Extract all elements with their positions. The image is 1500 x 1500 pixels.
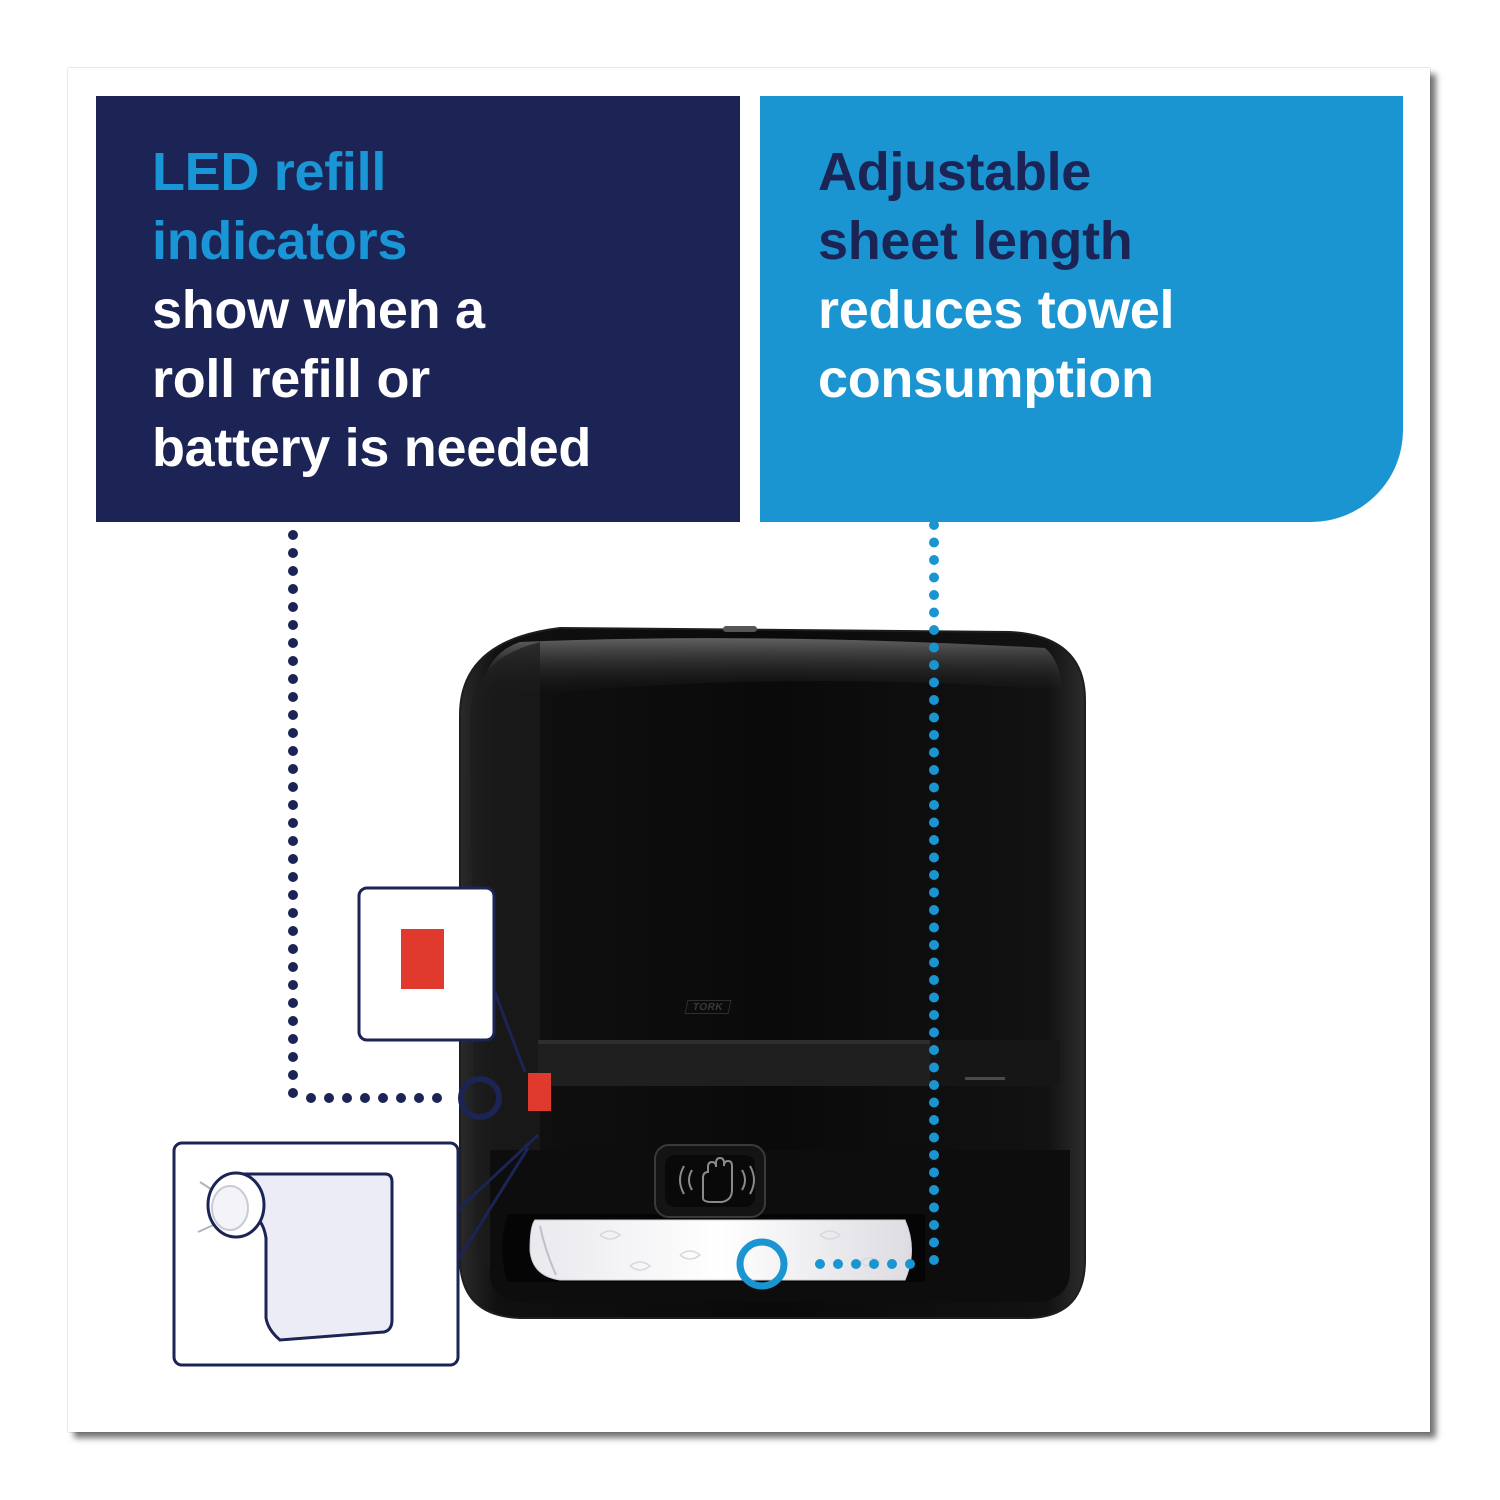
roll-refill-callout (172, 1133, 540, 1367)
dispenser-body (459, 626, 1086, 1319)
brand-logo: TORK (684, 1000, 732, 1014)
red-square-led-icon (401, 929, 444, 989)
sheet-length-feature-panel: Adjustable sheet length reduces towel co… (760, 96, 1403, 522)
led-body-line-1: show when a (152, 280, 485, 340)
led-heading-line-1: LED refill (152, 142, 387, 202)
led-callout-connector (288, 530, 502, 1120)
red-led-icon (528, 1073, 551, 1111)
sheet-heading-line-1: Adjustable (818, 142, 1092, 202)
led-body-line-3: battery is needed (152, 418, 592, 478)
hand-wave-sensor-icon (654, 1144, 766, 1218)
led-heading-line-2: indicators (152, 211, 408, 271)
paper-roll-icon (197, 1171, 394, 1342)
sheet-body-line-2: consumption (818, 349, 1154, 409)
sheet-body-line-1: reduces towel (818, 280, 1175, 340)
led-callout-box (357, 886, 527, 1073)
led-feature-panel: LED refill indicators show when a roll r… (96, 96, 740, 522)
led-body-line-2: roll refill or (152, 349, 430, 409)
sheet-length-callout-connector (736, 520, 939, 1290)
sheet-heading-line-2: sheet length (818, 211, 1133, 271)
